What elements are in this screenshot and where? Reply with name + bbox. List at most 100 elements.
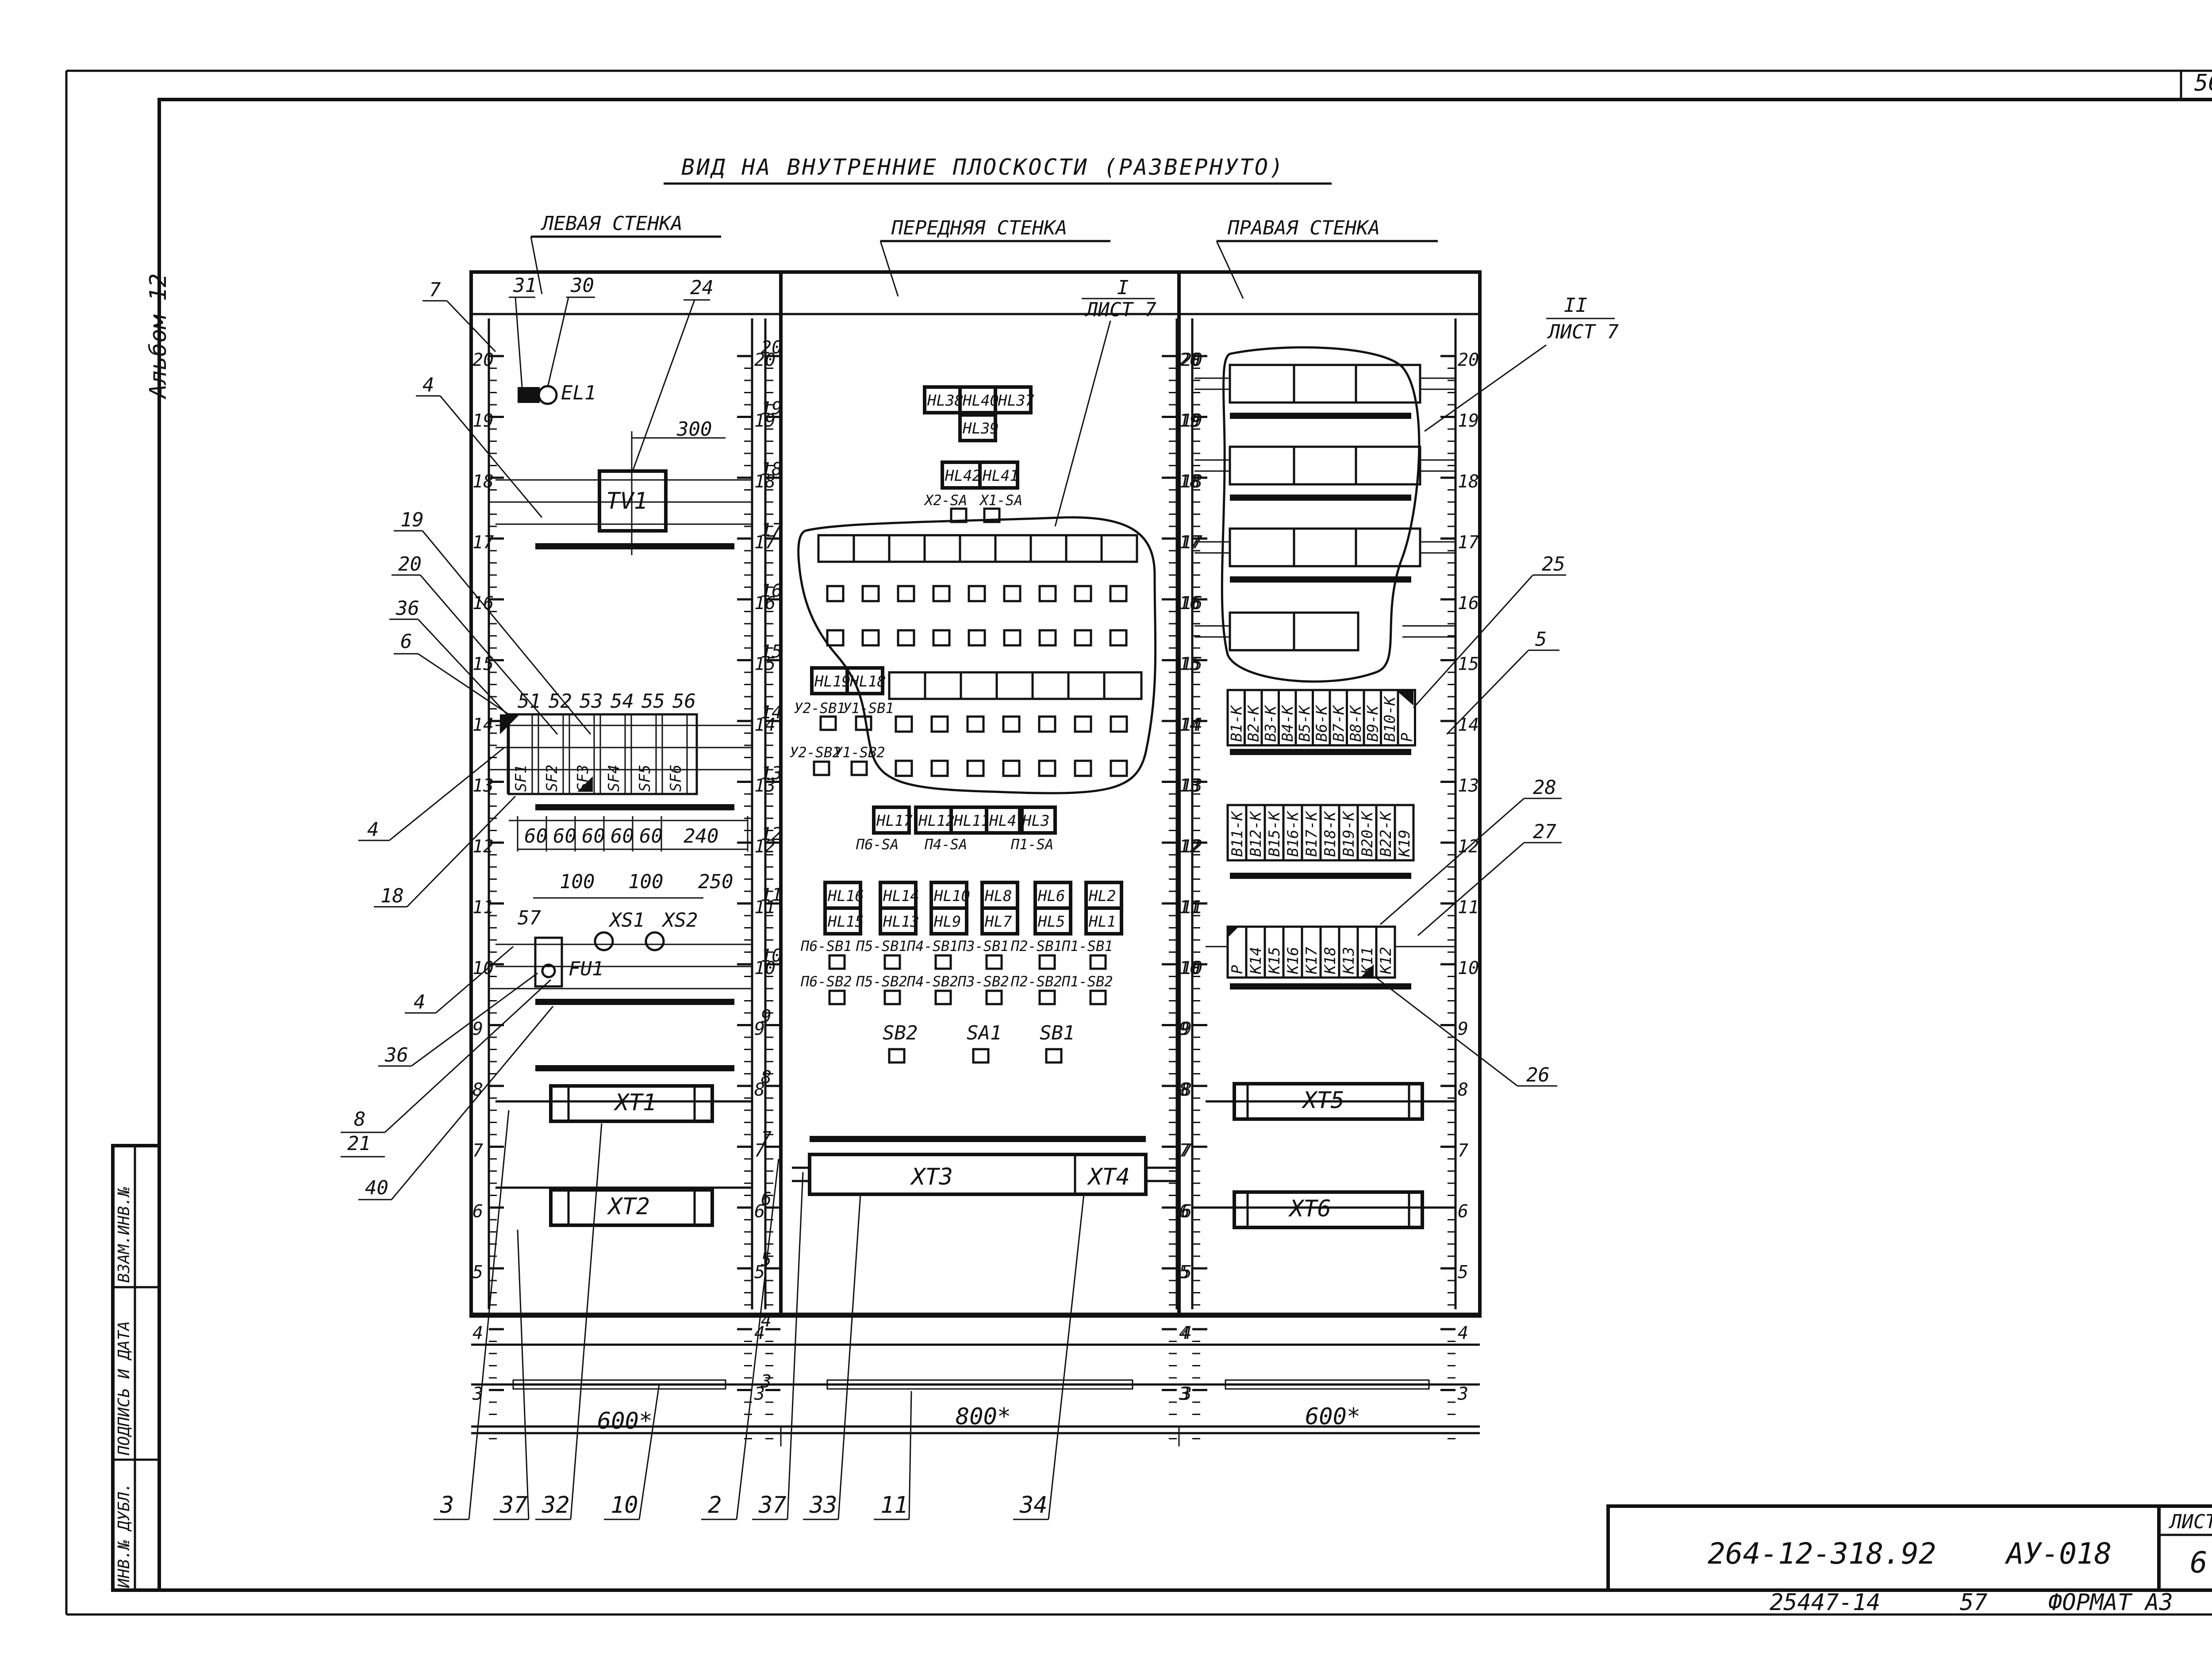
scale-tick-label: 12 (472, 836, 494, 857)
side-strip: ИНВ.№ ДУБЛ. ПОДПИСЬ И ДАТА ВЗАМ.ИНВ.№ (111, 1144, 161, 1592)
scale-tick-label: 12 (1181, 836, 1202, 857)
button-label: П2-SB1 (1010, 938, 1062, 955)
button-label: П2-SB2 (1010, 973, 1062, 990)
callout-27: 27 (1533, 821, 1556, 843)
scale-tick-label: 6 (761, 1189, 772, 1209)
scale-tick-label: 16 (1458, 593, 1479, 614)
indicator-label: HL38 (927, 392, 964, 410)
button-square (888, 1048, 906, 1064)
button-label: П6-SB1 (800, 938, 852, 955)
scale-tick-label: 8 (1179, 1080, 1190, 1100)
fuse-label: FU1 (568, 958, 603, 980)
scale-tick-label: 9 (1179, 1019, 1190, 1039)
relay-label: B4-K (1279, 705, 1297, 742)
wall-label-right: ПРАВАЯ СТЕНКА (1227, 217, 1380, 239)
dim-switch-pitch: 60 (611, 825, 634, 848)
scale-tick-label: 7 (472, 1141, 483, 1161)
scale-tick-label: 7 (1181, 1141, 1192, 1161)
indicator-box (845, 666, 884, 695)
dim-switch-pitch: 60 (582, 825, 605, 848)
dim-switch-pitch: 60 (553, 825, 576, 848)
scale-tick-label: 4 (761, 1311, 772, 1331)
button-square (819, 715, 837, 731)
scale-tick-label: 13 (1181, 776, 1202, 796)
indicator-box (978, 460, 1019, 490)
dim-sock-1: 100 (560, 871, 595, 893)
indicator-label: HL8 (984, 887, 1012, 905)
button-square (983, 507, 1001, 523)
dim-sock-3: 250 (698, 871, 733, 893)
scale-tick-label: 15 (472, 654, 494, 675)
relay-label: B16-K (1284, 810, 1302, 857)
left-wall: EL1 TV1 300 51SF152SF253SF354SF455SF556S… (495, 382, 752, 1227)
button-square (1045, 1048, 1063, 1064)
button-label: П5-SB2 (856, 973, 907, 990)
callout-4c: 4 (414, 991, 426, 1013)
callout-26: 26 (1526, 1064, 1550, 1086)
dim-switch-pitch: 240 (684, 825, 718, 848)
button-square (934, 989, 952, 1005)
scale-tick-label: 9 (761, 1007, 772, 1027)
button-square (985, 989, 1003, 1005)
side-inv-dubl: ИНВ.№ ДУБЛ. (115, 1483, 133, 1588)
indicator-label: HL6 (1037, 887, 1065, 905)
detail-zone-1 (797, 516, 1157, 794)
relay-label: B10-K (1381, 695, 1399, 742)
switch-label: SF4 (605, 765, 623, 792)
callout-7: 7 (429, 279, 441, 301)
terminal-xt6-label: XT6 (1288, 1196, 1331, 1222)
relay-label: B11-K (1229, 810, 1246, 857)
scale-tick-label: 6 (1179, 1201, 1190, 1222)
stamp-copy-no: 25447-14 (1770, 1589, 1880, 1616)
scale-tick-label: 8 (1458, 1080, 1468, 1100)
scale-tick-label: 18 (1181, 472, 1202, 492)
relay-label: B9-K (1364, 705, 1382, 742)
callout-5: 5 (1535, 628, 1547, 651)
scale-tick-label: 15 (761, 642, 782, 662)
button-label: П6-SB2 (800, 973, 852, 990)
fuse-pos-57: 57 (518, 907, 541, 929)
relay-label: K16 (1284, 947, 1302, 974)
relay-label: B18-K (1321, 810, 1339, 857)
scale-tick-label: 10 (472, 958, 494, 978)
relay-rows-right: B1-KB2-KB3-KB4-KB5-KB6-KB7-KB8-KB9-KB10-… (1206, 689, 1455, 979)
relay-label: K13 (1340, 947, 1358, 974)
button-label: П3-SB1 (957, 938, 1009, 955)
indicator-label: HL19 (814, 673, 851, 690)
relay-label: B7-K (1330, 705, 1348, 742)
scale-tick-label: 20 (1458, 350, 1479, 370)
indicator-box (980, 906, 1019, 936)
scale-tick-label: 5 (1179, 1262, 1190, 1283)
indicator-label: HL10 (933, 887, 970, 905)
indicator-label: HL39 (962, 420, 999, 437)
indicator-label: HL15 (827, 913, 864, 931)
scale-tick-label: 17 (761, 520, 782, 541)
button-square (1038, 954, 1056, 970)
scale-tick-label: 10 (1179, 958, 1200, 978)
indicator-box (929, 906, 968, 936)
scale-tick-label: 7 (1458, 1141, 1468, 1161)
indicator-label: HL12 (918, 812, 955, 830)
bottom-callout: 32 (541, 1492, 570, 1519)
scale-tick-label: 17 (1458, 533, 1479, 553)
scale-tick-label: 19 (1181, 411, 1202, 431)
height-scales: 2019181716151413121110987654320191817161… (472, 318, 1479, 1439)
button-square (883, 989, 901, 1005)
switch-label: SF6 (667, 765, 685, 792)
callout-28: 28 (1533, 776, 1556, 799)
scale-tick-label: 7 (761, 1128, 772, 1149)
relay-label: B20-K (1359, 810, 1376, 857)
callout-20: 20 (398, 553, 422, 575)
callout-8: 8 (354, 1108, 366, 1131)
scale-tick-label: 11 (1458, 897, 1479, 918)
indicator-label: HL11 (953, 812, 990, 830)
indicator-label: HL7 (984, 913, 1012, 931)
callout-36b: 36 (384, 1044, 408, 1066)
side-vzam: ВЗАМ.ИНВ.№ (115, 1187, 133, 1283)
dim-300: 300 (676, 418, 712, 441)
stamp-sheet-num: 6 (2190, 1545, 2208, 1580)
scale-tick-label: 4 (472, 1323, 483, 1343)
